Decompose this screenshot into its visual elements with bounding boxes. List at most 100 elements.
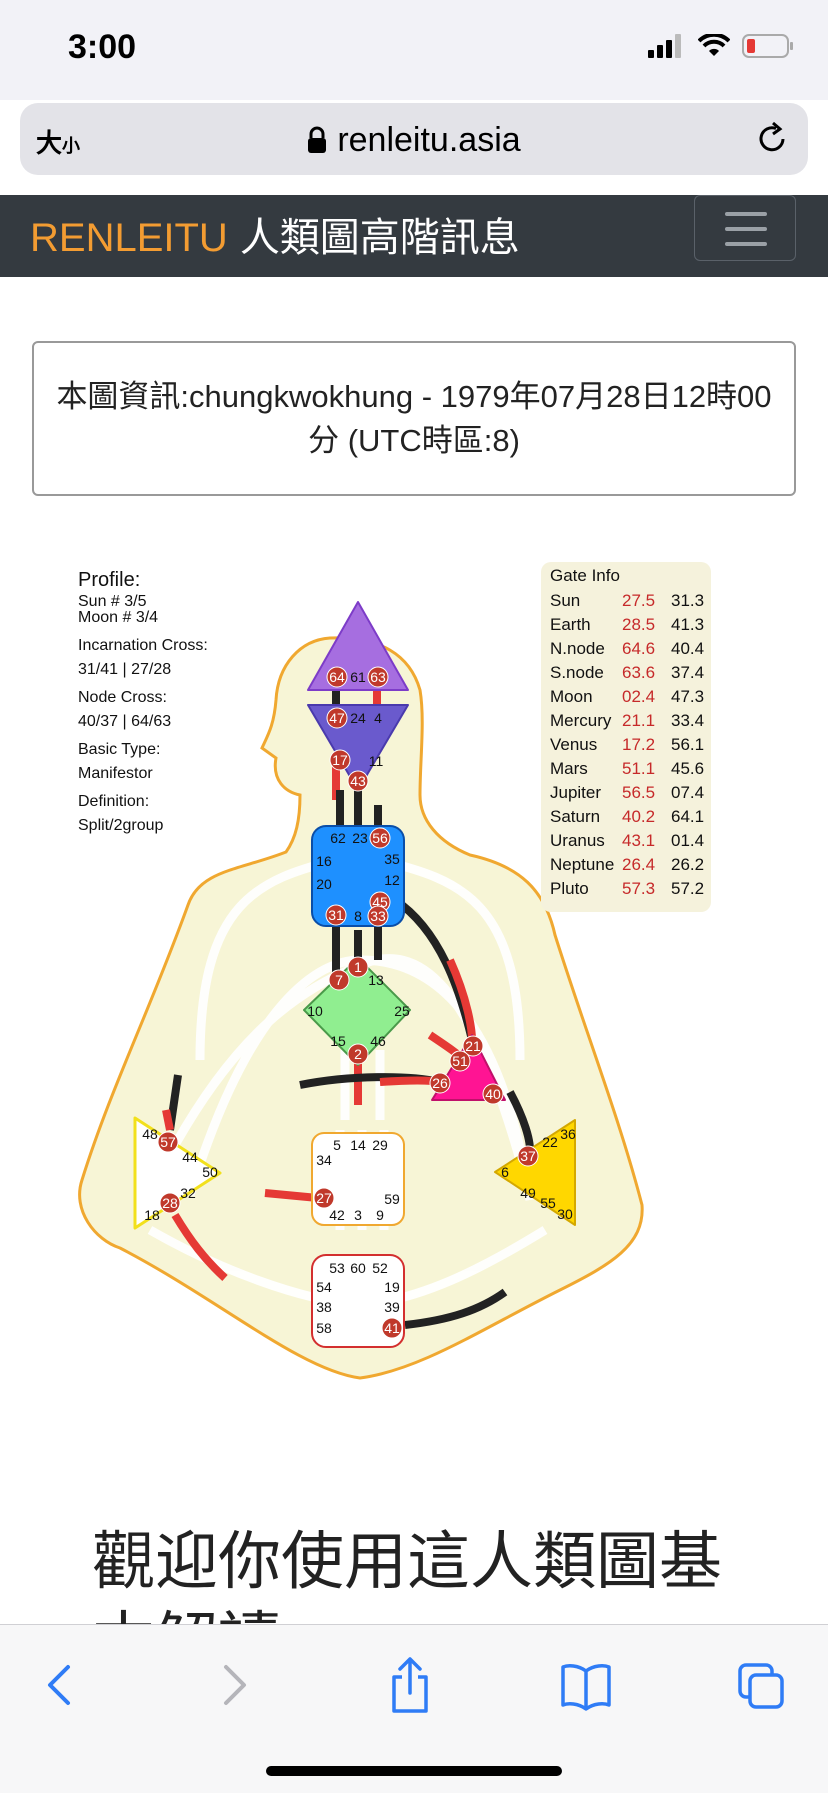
- planet-name: Pluto: [550, 879, 589, 898]
- planet-name: S.node: [550, 663, 604, 682]
- gate-label-1: 1: [354, 959, 362, 975]
- incarnation-label: Incarnation Cross:: [78, 637, 208, 654]
- gate-label-36: 36: [560, 1126, 576, 1142]
- url-display[interactable]: renleitu.asia: [20, 121, 808, 160]
- status-bar: 3:00: [0, 0, 828, 100]
- active-gate-marker: [328, 969, 350, 991]
- design-value: 28.5: [622, 615, 656, 634]
- design-value: 56.5: [622, 783, 656, 802]
- node-value: 40/37 | 64/63: [78, 713, 172, 730]
- gate-label-12: 12: [384, 872, 400, 888]
- gate-label-51: 51: [452, 1053, 468, 1069]
- active-gate-marker: [326, 707, 348, 729]
- lock-icon: [308, 126, 327, 153]
- gate-label-40: 40: [485, 1086, 501, 1102]
- active-gate-marker: [326, 666, 348, 688]
- gate-label-7: 7: [335, 972, 343, 988]
- gate-label-37: 37: [520, 1148, 536, 1164]
- design-value: 17.2: [622, 735, 656, 754]
- gate-label-24: 24: [350, 710, 366, 726]
- personality-value: 47.3: [671, 687, 705, 706]
- gate-label-25: 25: [394, 1003, 410, 1019]
- gate-label-8: 8: [354, 908, 362, 924]
- planet-name: Jupiter: [550, 783, 602, 802]
- status-icons: [648, 34, 794, 58]
- design-value: 51.1: [622, 759, 656, 778]
- active-gate-marker: [313, 1187, 335, 1209]
- gate-label-38: 38: [316, 1299, 332, 1315]
- design-value: 21.1: [622, 711, 656, 730]
- back-icon[interactable]: [38, 1655, 78, 1715]
- personality-value: 31.3: [671, 591, 705, 610]
- url-text: renleitu.asia: [337, 121, 521, 159]
- gate-label-4: 4: [374, 710, 382, 726]
- gate-label-44: 44: [182, 1149, 198, 1165]
- design-value: 02.4: [622, 687, 656, 706]
- personality-value: 64.1: [671, 807, 705, 826]
- profile-panel: Profile: Sun # 3/5 Moon # 3/4 Incarnatio…: [78, 568, 278, 844]
- planet-name: Mercury: [550, 711, 612, 730]
- gate-label-2: 2: [354, 1046, 362, 1062]
- type-value: Manifestor: [78, 765, 153, 782]
- gate-label-30: 30: [557, 1206, 573, 1222]
- gate-info-row: Saturn 40.2 64.1: [550, 807, 710, 831]
- planet-name: N.node: [550, 639, 605, 658]
- gate-label-57: 57: [160, 1134, 176, 1150]
- active-gate-marker: [347, 770, 369, 792]
- gate-label-58: 58: [316, 1320, 332, 1336]
- planet-name: Saturn: [550, 807, 601, 826]
- design-value: 43.1: [622, 831, 656, 850]
- gate-label-56: 56: [372, 830, 388, 846]
- active-gate-marker: [157, 1131, 179, 1153]
- reload-icon[interactable]: [752, 119, 792, 159]
- browser-toolbar: [0, 1624, 828, 1793]
- share-icon[interactable]: [388, 1655, 432, 1715]
- text-size-button[interactable]: 大小: [36, 128, 81, 158]
- wifi-icon: [698, 34, 730, 56]
- gate-label-26: 26: [432, 1075, 448, 1091]
- address-bar[interactable]: 大小 renleitu.asia: [20, 103, 808, 175]
- gate-label-41: 41: [384, 1320, 400, 1336]
- gate-label-31: 31: [328, 907, 344, 923]
- design-value: 63.6: [622, 663, 656, 682]
- sacral-center: [311, 1132, 405, 1226]
- gate-label-3: 3: [354, 1207, 362, 1223]
- active-gate-marker: [482, 1083, 504, 1105]
- bookmarks-icon[interactable]: [560, 1655, 612, 1715]
- menu-toggle-button[interactable]: [694, 195, 796, 261]
- gate-label-39: 39: [384, 1299, 400, 1315]
- design-value: 57.3: [622, 879, 656, 898]
- tabs-icon[interactable]: [736, 1655, 786, 1715]
- incarnation-value: 31/41 | 27/28: [78, 661, 172, 678]
- profile-moon: Moon # 3/4: [78, 609, 159, 626]
- gate-label-59: 59: [384, 1191, 400, 1207]
- planet-name: Sun: [550, 591, 581, 610]
- gate-label-27: 27: [316, 1190, 332, 1206]
- active-gate-marker: [381, 1317, 403, 1339]
- design-value: 40.2: [622, 807, 656, 826]
- design-value: 27.5: [622, 591, 656, 610]
- home-indicator: [266, 1766, 562, 1776]
- gate-label-32: 32: [180, 1185, 196, 1201]
- personality-value: 41.3: [671, 615, 705, 634]
- gate-label-60: 60: [350, 1260, 366, 1276]
- gate-label-13: 13: [368, 972, 384, 988]
- gate-label-22: 22: [542, 1134, 558, 1150]
- gate-label-6: 6: [501, 1164, 509, 1180]
- personality-value: 45.6: [671, 759, 705, 778]
- forward-icon[interactable]: [216, 1655, 256, 1715]
- solar-plexus-center: [494, 1119, 576, 1226]
- active-gate-marker: [159, 1192, 181, 1214]
- definition-value: Split/2group: [78, 817, 164, 834]
- active-gate-marker: [369, 827, 391, 849]
- gate-label-9: 9: [376, 1207, 384, 1223]
- gate-label-16: 16: [316, 853, 332, 869]
